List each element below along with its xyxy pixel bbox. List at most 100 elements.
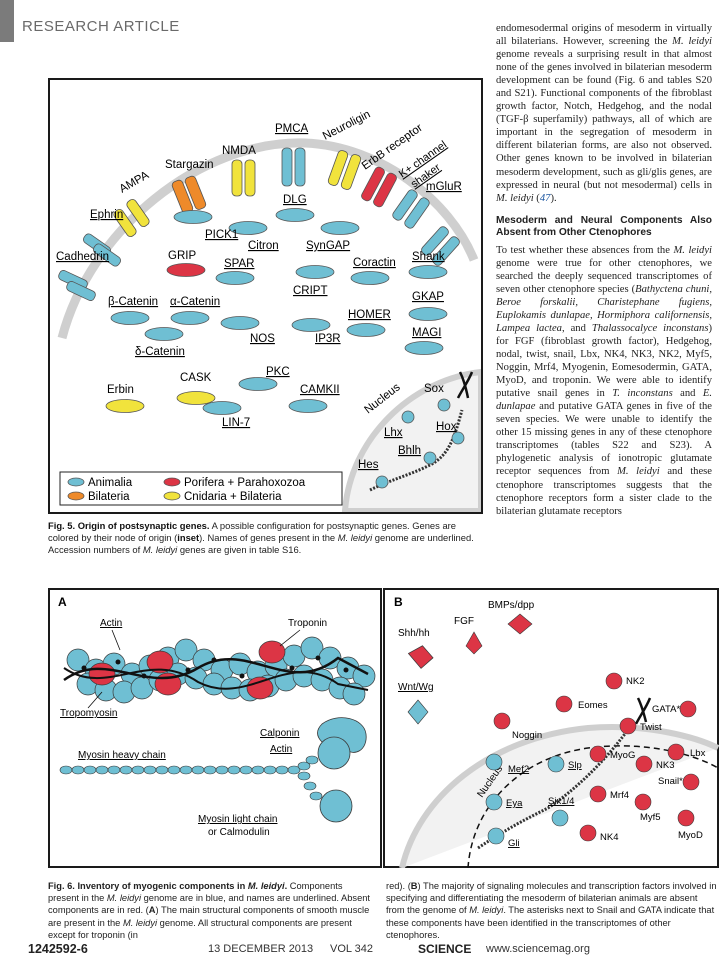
blob-syngap <box>320 221 360 235</box>
label-mef2: Mef2 <box>508 764 529 775</box>
blob-coractin <box>350 271 390 285</box>
chromosome-icon <box>456 371 474 399</box>
label-d-catenin: δ-Catenin <box>135 346 185 358</box>
dna-strand <box>477 722 635 850</box>
gene-nk2 <box>605 672 623 690</box>
troponin-complex <box>88 640 286 700</box>
gene-six14 <box>551 809 569 827</box>
blob-erbin <box>105 399 145 413</box>
figure-6: A B Actin Troponin Tropomyosin Calponin <box>48 588 720 869</box>
gene-nk3 <box>635 755 653 773</box>
gene-myf5 <box>634 793 652 811</box>
label-myod: MyoD <box>678 830 703 841</box>
label-myosin-heavy: Myosin heavy chain <box>78 750 166 761</box>
legend-box <box>59 471 343 506</box>
dot-hes <box>375 475 389 489</box>
gene-myog <box>589 745 607 763</box>
receptor-pmca <box>281 147 306 187</box>
legend-porifera: Porifera + Parahoxozoa <box>184 477 306 489</box>
label-a-catenin: α-Catenin <box>170 296 220 308</box>
receptor-cadherin <box>58 270 96 301</box>
label-homer: HOMER <box>348 309 391 321</box>
signal-bmp <box>507 613 533 635</box>
label-sox: Sox <box>424 383 444 395</box>
label-actin-1: Actin <box>100 618 122 629</box>
label-nmda: NMDA <box>222 145 256 157</box>
blob-magi <box>404 341 444 355</box>
blob-gkap <box>408 307 448 321</box>
blob-homer <box>346 323 386 337</box>
label-noggin: Noggin <box>512 730 542 741</box>
label-calmodulin: or Calmodulin <box>208 827 270 838</box>
label-erbin: Erbin <box>107 384 134 396</box>
blob-shank <box>408 265 448 279</box>
body-text-column: endomesodermal origins of mesoderm in vi… <box>496 22 712 518</box>
label-eya: Eya <box>506 798 523 809</box>
receptor-mglur <box>421 226 460 266</box>
legend-swatch-bilateria <box>67 491 85 501</box>
label-mrf4: Mrf4 <box>610 790 629 801</box>
blob-citron <box>228 221 268 235</box>
blob-pkc <box>238 377 278 391</box>
gene-eya <box>485 793 503 811</box>
blob-lin7 <box>202 401 242 415</box>
signal-fgf <box>465 631 483 655</box>
label-twist: Twist <box>640 722 662 733</box>
label-grip: GRIP <box>168 250 196 262</box>
label-syngap: SynGAP <box>306 240 350 252</box>
dot-hox <box>451 431 465 445</box>
legend-cnidaria: Cnidaria + Bilateria <box>184 491 282 503</box>
section-heading: Mesoderm and Neural Components Also Abse… <box>496 214 712 239</box>
panel-b-label: B <box>394 595 403 609</box>
nucleus-boundary <box>467 745 719 869</box>
page-header: RESEARCH ARTICLE <box>0 0 723 44</box>
dot-sox <box>437 398 451 412</box>
label-mglur: mGluR <box>426 181 462 193</box>
legend-swatch-porifera <box>163 477 181 487</box>
figure-5: AMPA Stargazin NMDA PMCA Neuroligin ErbB… <box>48 78 484 514</box>
label-wnt: Wnt/Wg <box>398 682 434 693</box>
receptor-neuroligin <box>327 150 362 190</box>
gene-noggin <box>493 712 511 730</box>
label-cadherin: Cadhedrin <box>56 251 109 263</box>
label-coractin: Coractin <box>353 257 396 269</box>
label-dlg: DLG <box>283 194 307 206</box>
receptor-erbb <box>361 166 397 208</box>
blob-camkii <box>288 399 328 413</box>
label-nk3: NK3 <box>656 760 674 771</box>
label-bmp: BMPs/dpp <box>488 600 535 611</box>
label-ip3r: IP3R <box>315 333 341 345</box>
gene-mrf4 <box>589 785 607 803</box>
label-calponin: Calponin <box>260 728 299 739</box>
panel-a-label: A <box>58 595 67 609</box>
label-lin7: LIN-7 <box>222 417 250 429</box>
dot-bhlh <box>423 451 437 465</box>
receptor-nmda <box>231 159 256 197</box>
issue-date: 13 DECEMBER 2013 <box>208 943 314 955</box>
signal-shh <box>407 645 434 669</box>
figure-6-caption-right: red). (B) The majority of signaling mole… <box>386 881 717 940</box>
label-gkap: GKAP <box>412 291 444 303</box>
blob-ip3r <box>291 318 331 332</box>
dot-lhx <box>401 410 415 424</box>
label-nos: NOS <box>250 333 275 345</box>
label-eomes: Eomes <box>578 700 608 711</box>
legend-swatch-animalia <box>67 477 85 487</box>
label-pick1: PICK1 <box>205 229 238 241</box>
legend-swatch-cnidaria <box>163 491 181 501</box>
figure-6-caption-left: Fig. 6. Inventory of myogenic components… <box>48 881 370 940</box>
blob-cript <box>295 265 335 279</box>
figure-5-caption: Fig. 5. Origin of postsynaptic genes. A … <box>48 520 474 556</box>
label-cript: CRIPT <box>293 285 328 297</box>
blob-spar <box>215 271 255 285</box>
paragraph-1: endomesodermal origins of mesoderm in vi… <box>496 23 713 204</box>
label-citron: Citron <box>248 240 279 252</box>
receptor-ephrin <box>83 233 121 267</box>
paragraph-2: To test whether these absences from the … <box>496 244 712 517</box>
page-footer: 1242592-6 13 DECEMBER 2013 VOL 342 SCIEN… <box>0 940 723 962</box>
label-nk4: NK4 <box>600 832 618 843</box>
label-spar: SPAR <box>224 258 254 270</box>
label-ampa: AMPA <box>118 169 152 195</box>
label-myog: MyoG <box>610 750 635 761</box>
label-lbx: Lbx <box>690 748 706 759</box>
